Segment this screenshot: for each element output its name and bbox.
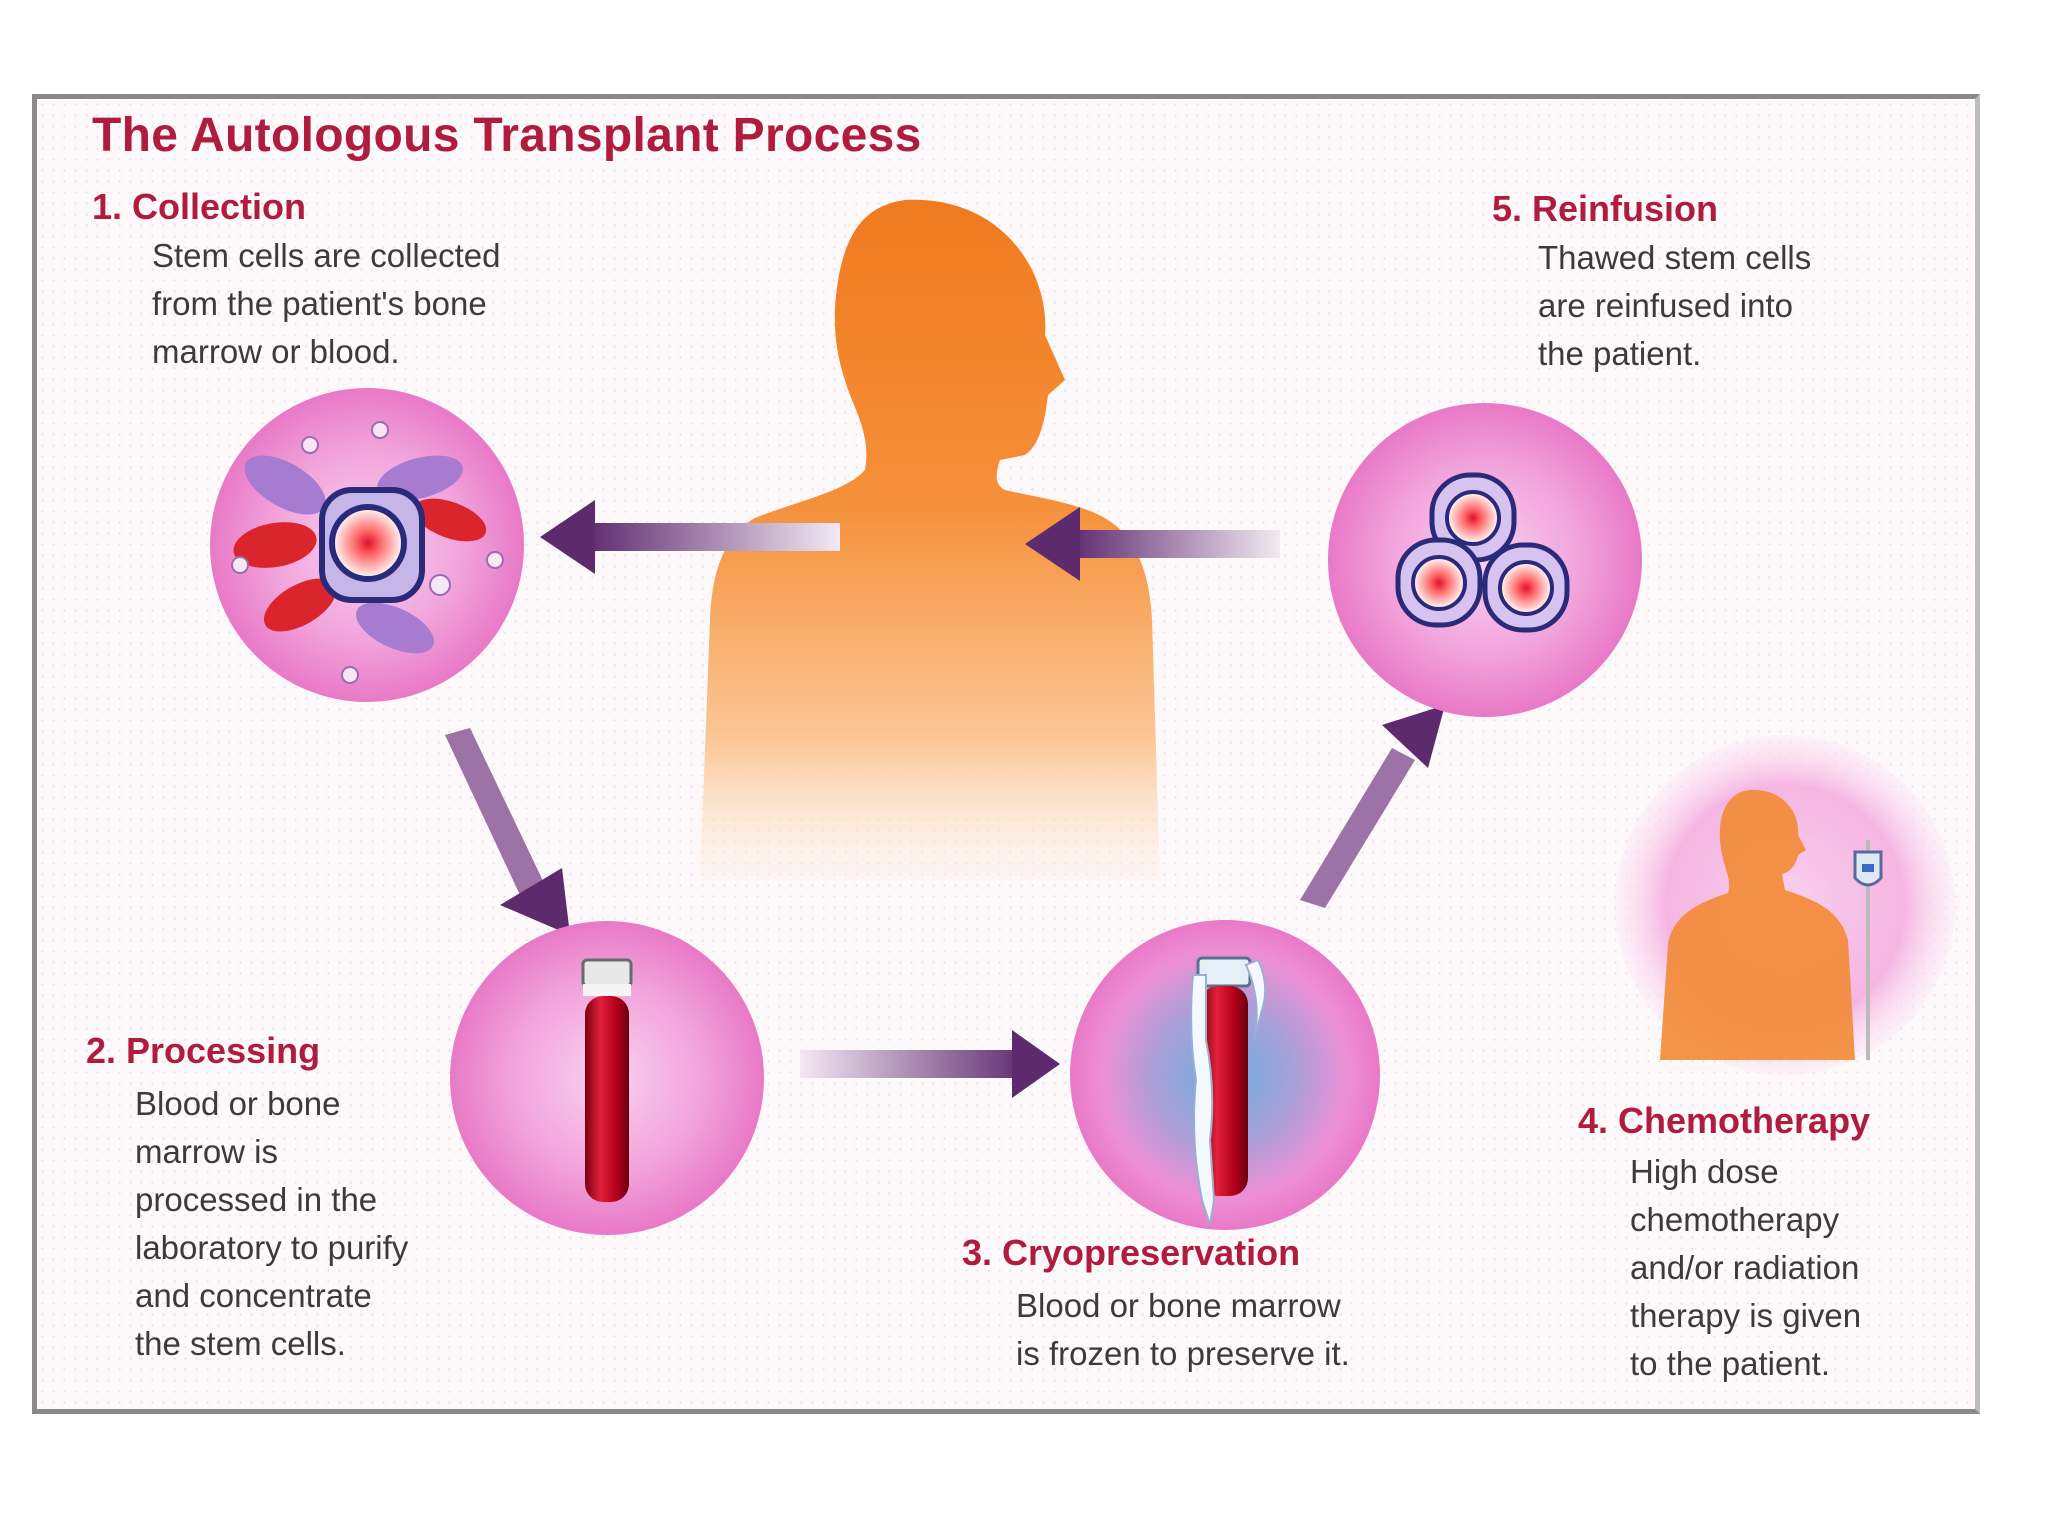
arrow-collection-to-processing [445,728,570,935]
processing-heading: 2. Processing [86,1030,321,1071]
reinfusion-description: Thawed stem cells are reinfused into the… [1538,239,1812,372]
collection-heading: 1. Collection [92,186,307,227]
arrow-reinfusion-to-body [1025,507,1280,581]
chemotherapy-patient-iv [1615,735,1955,1075]
patient-silhouette [700,199,1160,880]
chemotherapy-description: High dose chemotherapy and/or radiation … [1630,1153,1862,1382]
arrow-processing-to-cryopreservation [800,1030,1060,1098]
cryopreservation-frozen-tube [1070,920,1380,1230]
collection-description: Stem cells are collected from the patien… [152,237,501,370]
collection-cell-illustration [210,388,524,702]
chemotherapy-heading: 4. Chemotherapy [1578,1100,1871,1141]
cryopreservation-heading: 3. Cryopreservation [962,1232,1301,1273]
reinfusion-stem-cells [1328,403,1642,717]
arrow-body-to-collection [540,500,840,574]
arrow-cryopreservation-to-reinfusion [1300,705,1445,908]
diagram-title: The Autologous Transplant Process [92,109,922,162]
processing-blood-tube [450,921,764,1235]
processing-description: Blood or bone marrow is processed in the… [135,1085,409,1362]
cryopreservation-description: Blood or bone marrow is frozen to preser… [1016,1287,1350,1372]
reinfusion-heading: 5. Reinfusion [1492,188,1719,229]
